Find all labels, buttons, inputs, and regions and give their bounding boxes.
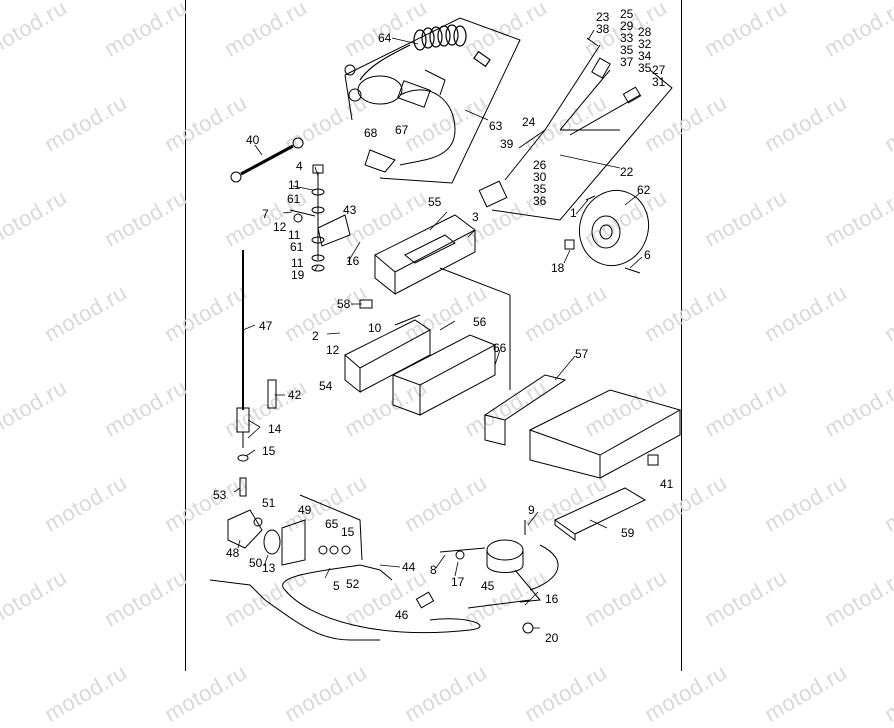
callout-label: 46 (395, 608, 409, 622)
callout-label: 50 (249, 556, 263, 570)
callout-label: 11 (288, 228, 301, 242)
mounting-sleeve-part (374, 214, 476, 296)
callout-label: 30 (533, 170, 547, 184)
callout-label: 19 (291, 268, 305, 282)
callout-label: 40 (246, 133, 260, 147)
callout-label: 42 (288, 388, 302, 402)
coiled-cord-part (359, 24, 491, 81)
callout-label: 5 (333, 579, 340, 593)
callout-label: 28 (638, 25, 652, 39)
callout-label: 62 (637, 183, 651, 197)
callout-label: 17 (451, 575, 465, 589)
callout-label: 58 (337, 297, 351, 311)
callout-label: 18 (551, 261, 565, 275)
callout-label: 31 (652, 75, 666, 89)
alignment-line (439, 267, 511, 296)
callout-label: 56 (473, 315, 487, 329)
callout-label: 14 (268, 422, 282, 436)
callout-label: 11 (291, 256, 304, 270)
callout-label: 35 (620, 43, 634, 57)
callout-label: 54 (319, 379, 333, 393)
callout-label: 25 (620, 7, 634, 21)
callout-label: 12 (273, 220, 287, 234)
callout-label: 45 (481, 579, 495, 593)
ground-strap-part (230, 137, 304, 183)
callout-label: 24 (522, 115, 536, 129)
callout-label: 12 (326, 343, 340, 357)
callout-label: 20 (545, 631, 559, 645)
callout-label: 15 (262, 444, 276, 458)
callout-label: 4 (296, 159, 303, 173)
callout-label: 36 (533, 194, 547, 208)
callout-label: 67 (395, 123, 409, 137)
callout-label: 68 (364, 126, 378, 140)
harness-frame (491, 69, 673, 221)
callout-label: 37 (620, 55, 634, 69)
speaker-part (564, 189, 649, 274)
diagram-sheet (185, 0, 682, 671)
callout-label: 49 (298, 503, 312, 517)
callout-label: 52 (346, 577, 360, 591)
callout-label: 55 (428, 195, 442, 209)
callout-label: 10 (368, 321, 382, 335)
callout-label: 33 (620, 31, 634, 45)
antenna-base-part (227, 494, 363, 566)
callout-label: 3 (472, 210, 479, 224)
callout-label: 66 (493, 341, 507, 355)
antenna-cable-part (209, 564, 481, 641)
radio-unit-part (483, 374, 682, 479)
callout-label: 32 (638, 37, 652, 51)
callout-label: 65 (325, 517, 339, 531)
callout-label: 27 (652, 63, 666, 77)
callout-label: 48 (226, 546, 240, 560)
bolt-stack-part (289, 164, 351, 272)
callout-label: 7 (262, 207, 269, 221)
callout-label: 51 (262, 496, 276, 510)
callout-label: 59 (621, 526, 635, 540)
mounting-bracket-part (267, 299, 497, 416)
callout-label: 47 (259, 319, 273, 333)
callout-label: 11 (288, 178, 301, 192)
callout-label: 61 (290, 240, 304, 254)
callout-label: 9 (528, 503, 535, 517)
callout-label: 13 (262, 561, 276, 575)
callout-label: 44 (402, 560, 416, 574)
callout-label: 64 (378, 31, 392, 45)
callout-label: 22 (620, 165, 634, 179)
callout-label: 15 (341, 525, 355, 539)
callout-label: 23 (596, 10, 610, 24)
callout-label: 16 (545, 592, 559, 606)
callout-label: 57 (575, 347, 589, 361)
divider-line (344, 74, 353, 121)
callout-label: 43 (343, 203, 357, 217)
callout-label: 35 (533, 182, 547, 196)
callout-label: 6 (644, 248, 651, 262)
callout-label: 61 (287, 192, 301, 206)
callout-label: 35 (638, 61, 652, 75)
callout-label: 1 (570, 206, 577, 220)
antenna-mast-part (236, 250, 250, 497)
callout-label: 2 (312, 329, 319, 343)
callout-label: 39 (500, 137, 514, 151)
callout-label: 34 (638, 49, 652, 63)
wiring-frame (344, 17, 521, 184)
exploded-parts-diagram (209, 17, 682, 641)
callout-label: 53 (213, 488, 227, 502)
callout-label: 16 (346, 254, 360, 268)
callout-label: 41 (660, 477, 674, 491)
callout-label: 26 (533, 158, 547, 172)
antenna-motor-part (439, 520, 559, 634)
headset-part (344, 64, 456, 173)
callout-leaders (233, 29, 643, 629)
callout-label: 29 (620, 19, 634, 33)
callout-label: 38 (596, 22, 610, 36)
callout-label: 63 (489, 119, 503, 133)
callout-label: 8 (430, 563, 437, 577)
wiring-harness-part (478, 37, 642, 208)
tray-part (553, 487, 647, 541)
